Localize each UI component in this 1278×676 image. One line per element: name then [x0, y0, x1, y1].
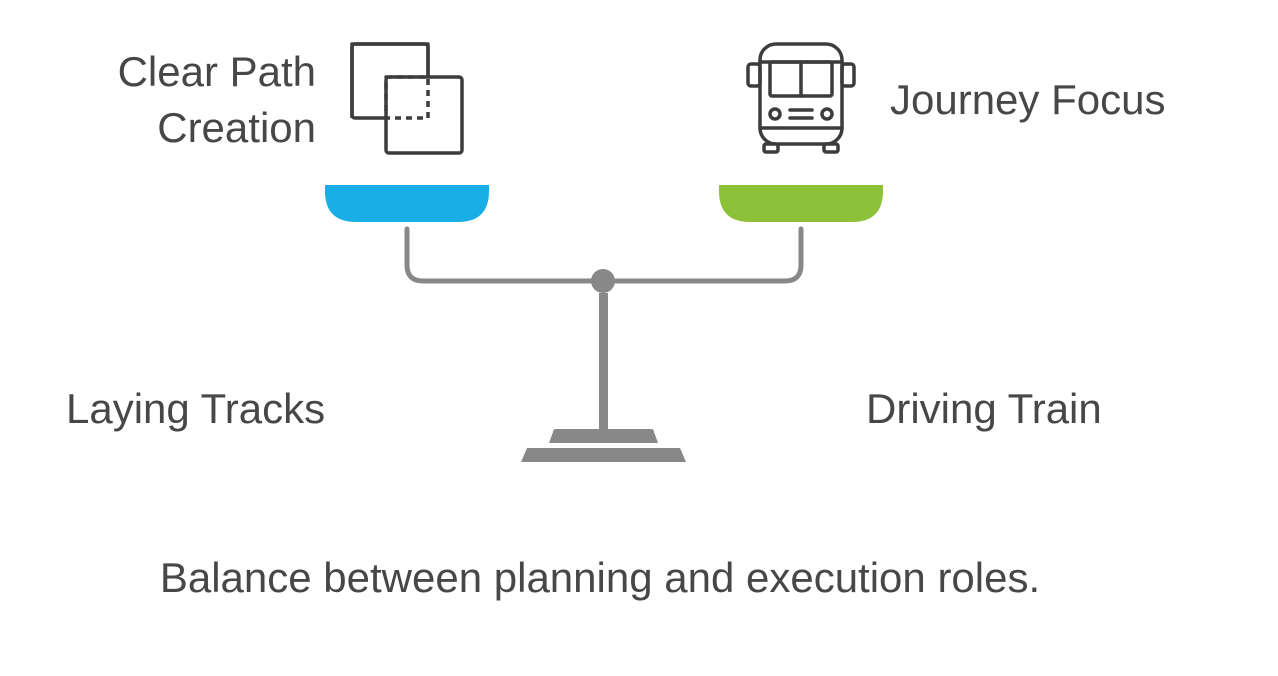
clear-path-creation-label: Clear Path Creation: [118, 44, 316, 156]
journey-focus-label: Journey Focus: [890, 76, 1166, 123]
left-pan: [325, 185, 489, 222]
right-pan: [719, 185, 883, 222]
scale-base-bottom: [521, 448, 686, 462]
laying-tracks-label: Laying Tracks: [66, 385, 326, 432]
clear-path-creation-line1: Clear Path: [117, 48, 316, 95]
diagram-caption: Balance between planning and execution r…: [159, 554, 1041, 601]
overlapping-squares-icon: [350, 42, 464, 155]
scale-pivot: [591, 269, 615, 293]
driving-train-label: Driving Train: [866, 385, 1102, 432]
scale-post: [599, 293, 608, 431]
clear-path-creation-line2: Creation: [157, 104, 316, 151]
scale-base-top: [549, 429, 658, 443]
bus-icon: [746, 42, 856, 154]
